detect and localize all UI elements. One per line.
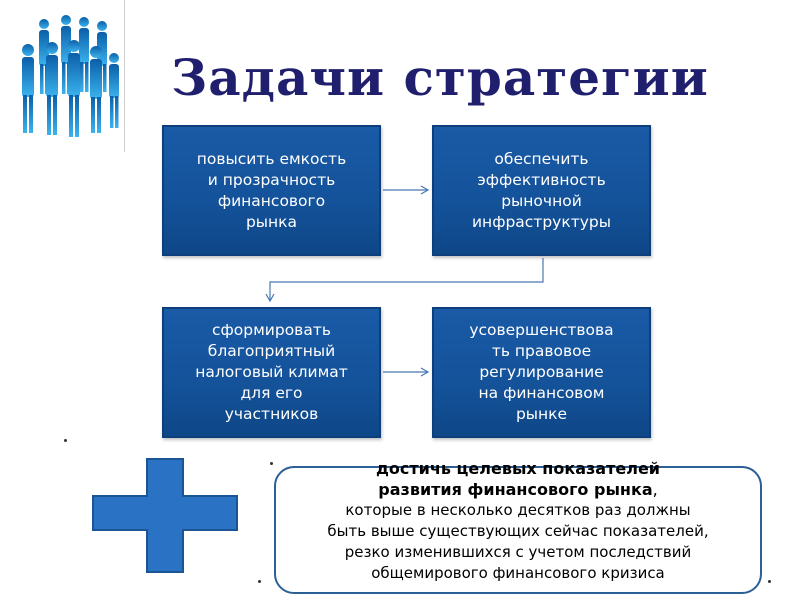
goal-description: которые в несколько десятков раз должны … bbox=[327, 501, 709, 582]
task-box-tax-climate: сформировать благоприятный налоговый кли… bbox=[162, 307, 381, 438]
bullet-dot bbox=[768, 580, 771, 583]
task-box-capacity: повысить емкость и прозрачность финансов… bbox=[162, 125, 381, 256]
goal-frame bbox=[274, 466, 762, 594]
arrow-box2-to-box3 bbox=[269, 258, 544, 301]
bullet-dot bbox=[64, 439, 67, 442]
goal-heading-text: достичь целевых показателей развития фин… bbox=[375, 459, 661, 499]
goal-heading: достичь целевых показателей развития фин… bbox=[278, 458, 758, 500]
page-title: Задачи стратегии bbox=[171, 48, 709, 107]
bullet-dot bbox=[270, 462, 273, 465]
goal-text-block: достичь целевых показателей развития фин… bbox=[278, 458, 758, 584]
people-graphic-border bbox=[124, 0, 125, 152]
task-box-regulation: усовершенствова ть правовое регулировани… bbox=[432, 307, 651, 438]
goal-comma: , bbox=[652, 480, 658, 499]
people-silhouettes-icon bbox=[22, 15, 119, 137]
bullet-dot bbox=[258, 580, 261, 583]
task-box-infrastructure: обеспечить эффективность рыночной инфрас… bbox=[432, 125, 651, 256]
